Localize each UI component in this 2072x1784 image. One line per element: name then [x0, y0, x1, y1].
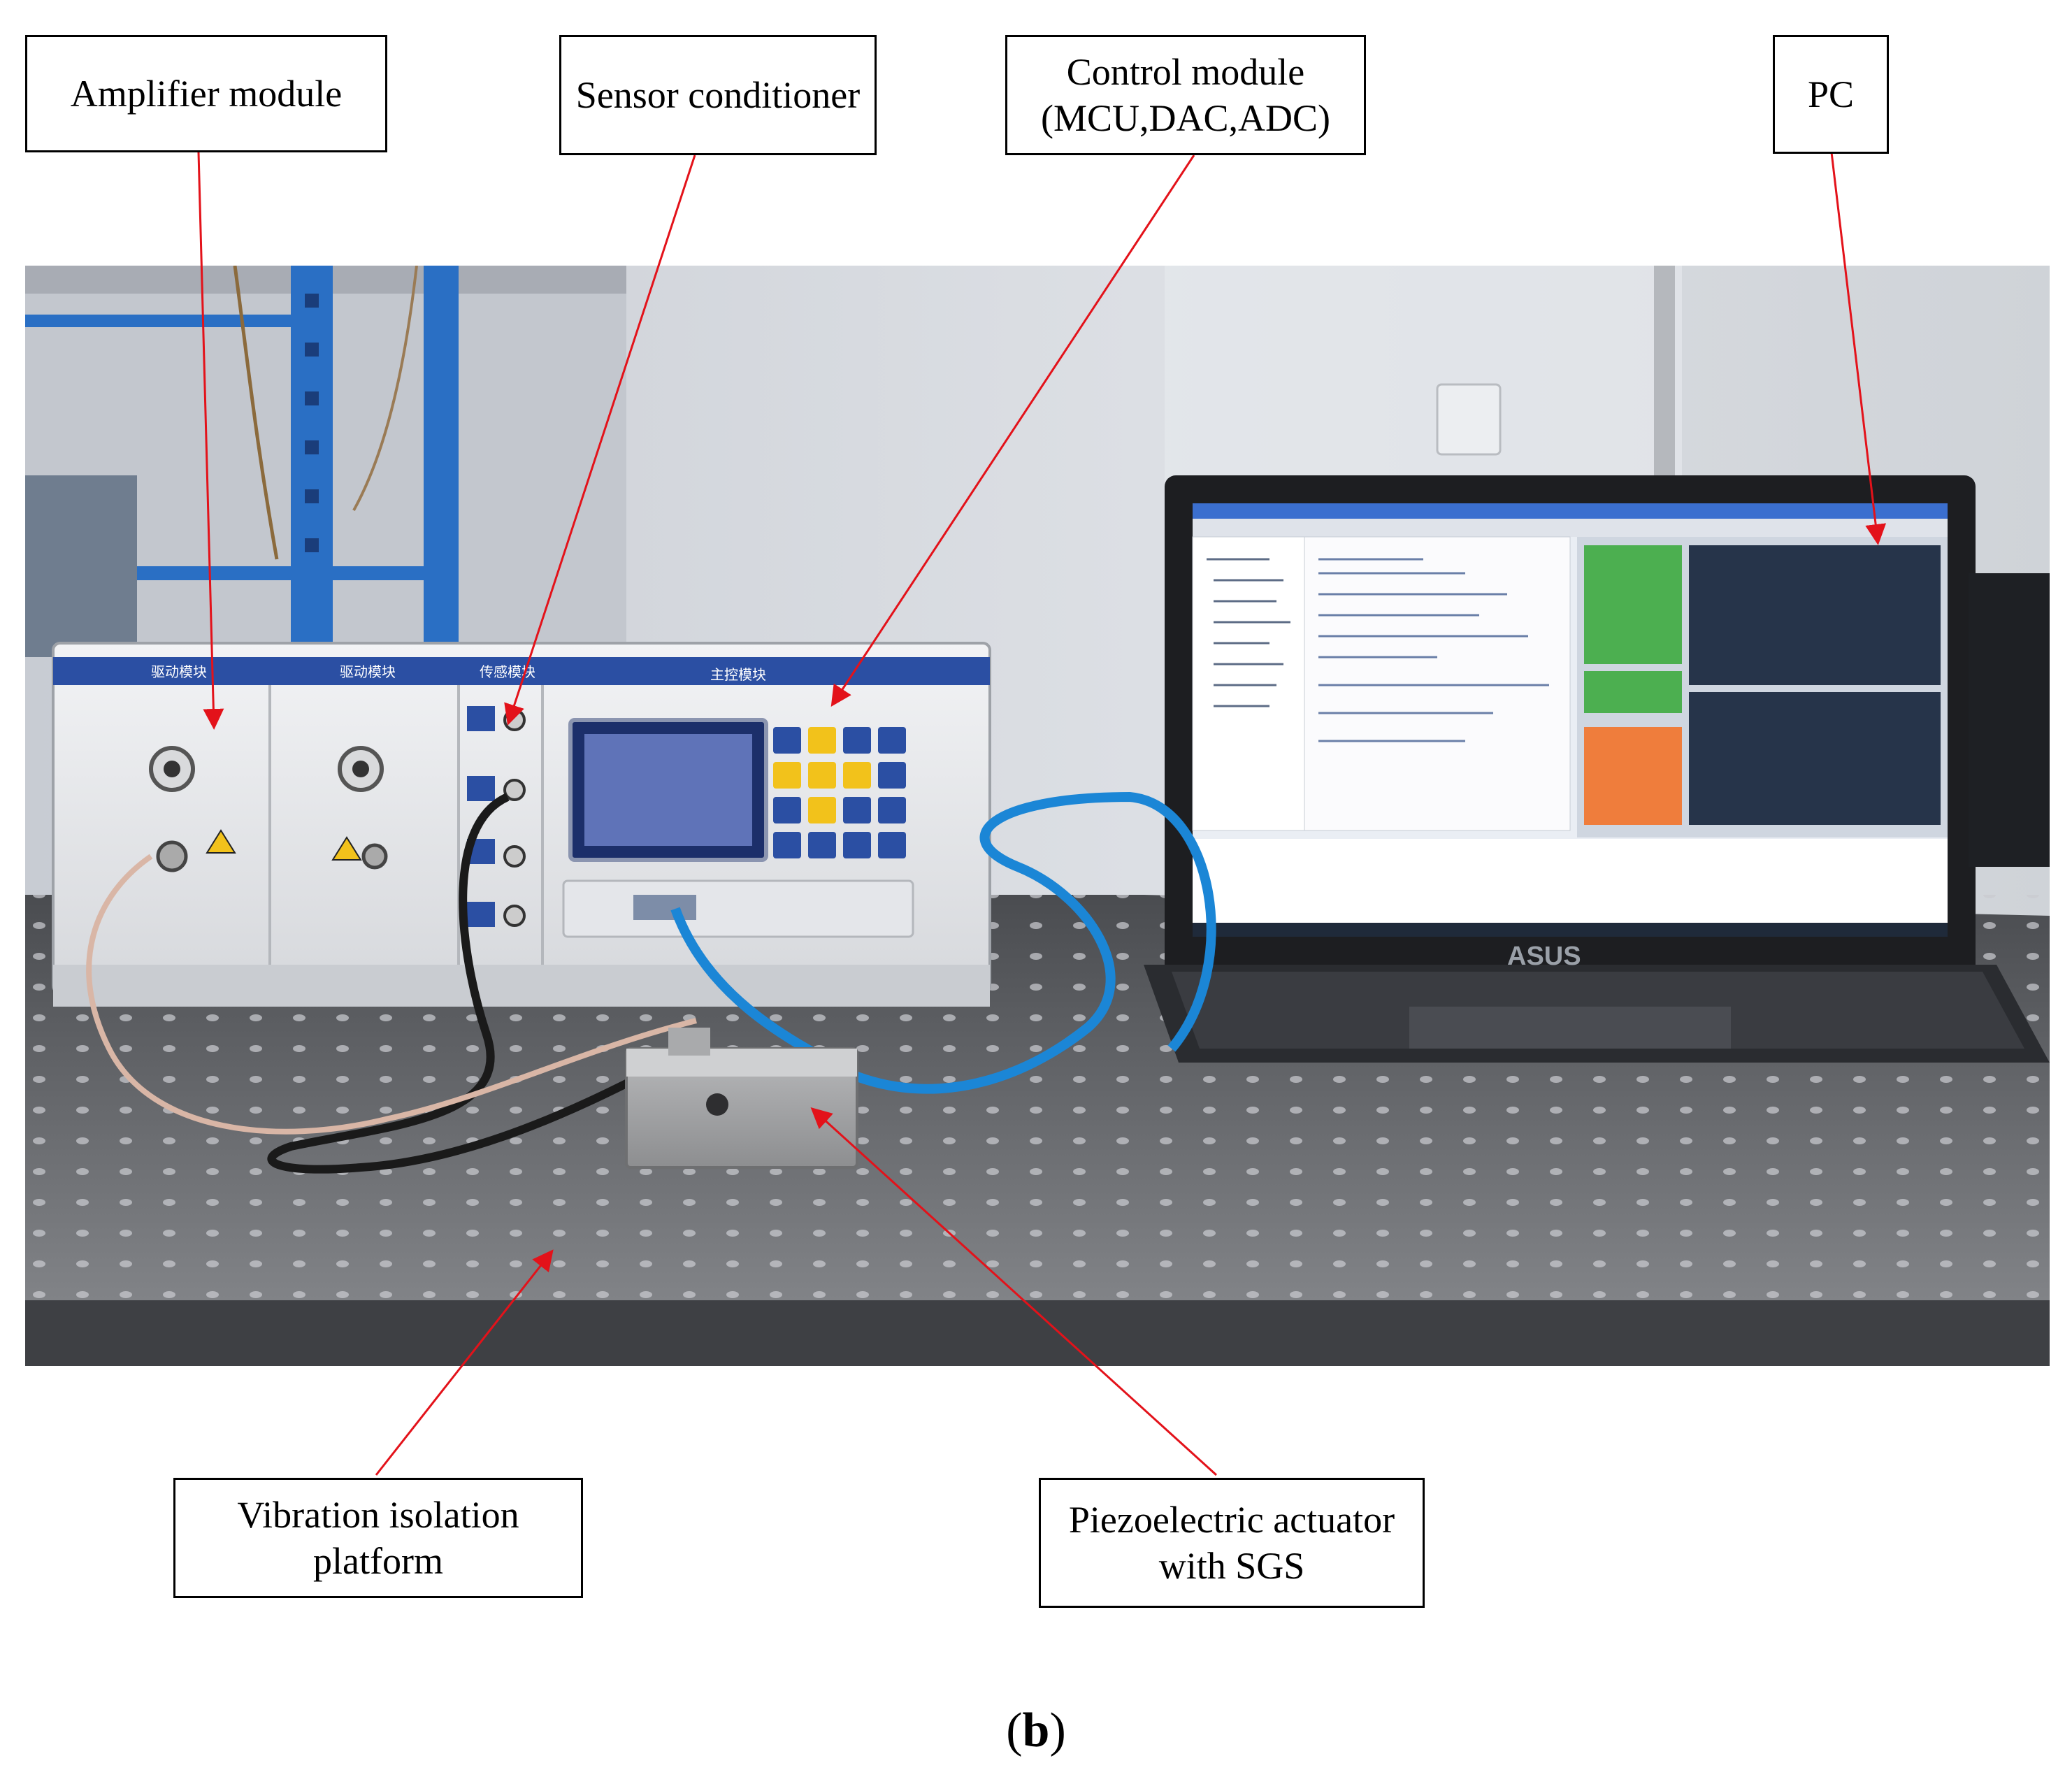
- svg-text:主控模块: 主控模块: [710, 667, 766, 683]
- laptop-brand: ASUS: [1507, 942, 1581, 971]
- caption-close: ): [1049, 1704, 1066, 1757]
- label-amplifier-module: Amplifier module: [25, 35, 387, 152]
- arrow-platform: [375, 1249, 554, 1476]
- instrument-chassis: 驱动模块 驱动模块 传感模块 主控模块: [52, 642, 991, 1007]
- laptop: ASUS: [1144, 475, 2050, 1063]
- svg-text:驱动模块: 驱动模块: [151, 664, 207, 680]
- pink-cable: [86, 854, 697, 1135]
- label-sensor-conditioner: Sensor conditioner: [559, 35, 877, 155]
- svg-text:传感模块: 传感模块: [480, 664, 535, 680]
- label-actuator-line1: Piezoelectric actuator: [1068, 1499, 1395, 1541]
- piezo-actuator: [625, 1028, 858, 1169]
- label-pc: PC: [1773, 35, 1889, 154]
- arrow-sensor: [504, 154, 696, 726]
- caption-open: (: [1006, 1704, 1023, 1757]
- label-pc-text: PC: [1807, 73, 1855, 115]
- figure-caption: (b): [0, 1703, 2072, 1759]
- label-piezo-actuator: Piezoelectric actuator with SGS: [1039, 1478, 1425, 1608]
- label-sensor-text: Sensor conditioner: [575, 74, 861, 116]
- label-control-line1: Control module: [1066, 51, 1305, 93]
- label-platform-line1: Vibration isolation: [237, 1494, 519, 1536]
- platform-edge: [25, 1300, 2050, 1366]
- svg-text:驱动模块: 驱动模块: [340, 664, 396, 680]
- black-cable: [267, 793, 642, 1174]
- control-keypad: [773, 727, 906, 858]
- shelf-post: [291, 266, 333, 657]
- label-vibration-platform: Vibration isolation platform: [173, 1478, 583, 1598]
- caption-letter: b: [1022, 1704, 1050, 1757]
- arrow-control: [830, 154, 1195, 707]
- arrow-amplifier: [197, 152, 224, 730]
- setup-photo: 驱动模块 驱动模块 传感模块 主控模块: [25, 266, 2050, 1366]
- label-control-line2: (MCU,DAC,ADC): [1040, 97, 1331, 139]
- label-control-module: Control module (MCU,DAC,ADC): [1005, 35, 1366, 155]
- arrow-pc: [1830, 152, 1887, 545]
- label-amplifier-text: Amplifier module: [70, 73, 343, 115]
- label-platform-line2: platform: [313, 1540, 443, 1582]
- wall-switch: [1436, 383, 1502, 456]
- label-actuator-line2: with SGS: [1158, 1545, 1305, 1587]
- arrow-actuator: [810, 1107, 1218, 1476]
